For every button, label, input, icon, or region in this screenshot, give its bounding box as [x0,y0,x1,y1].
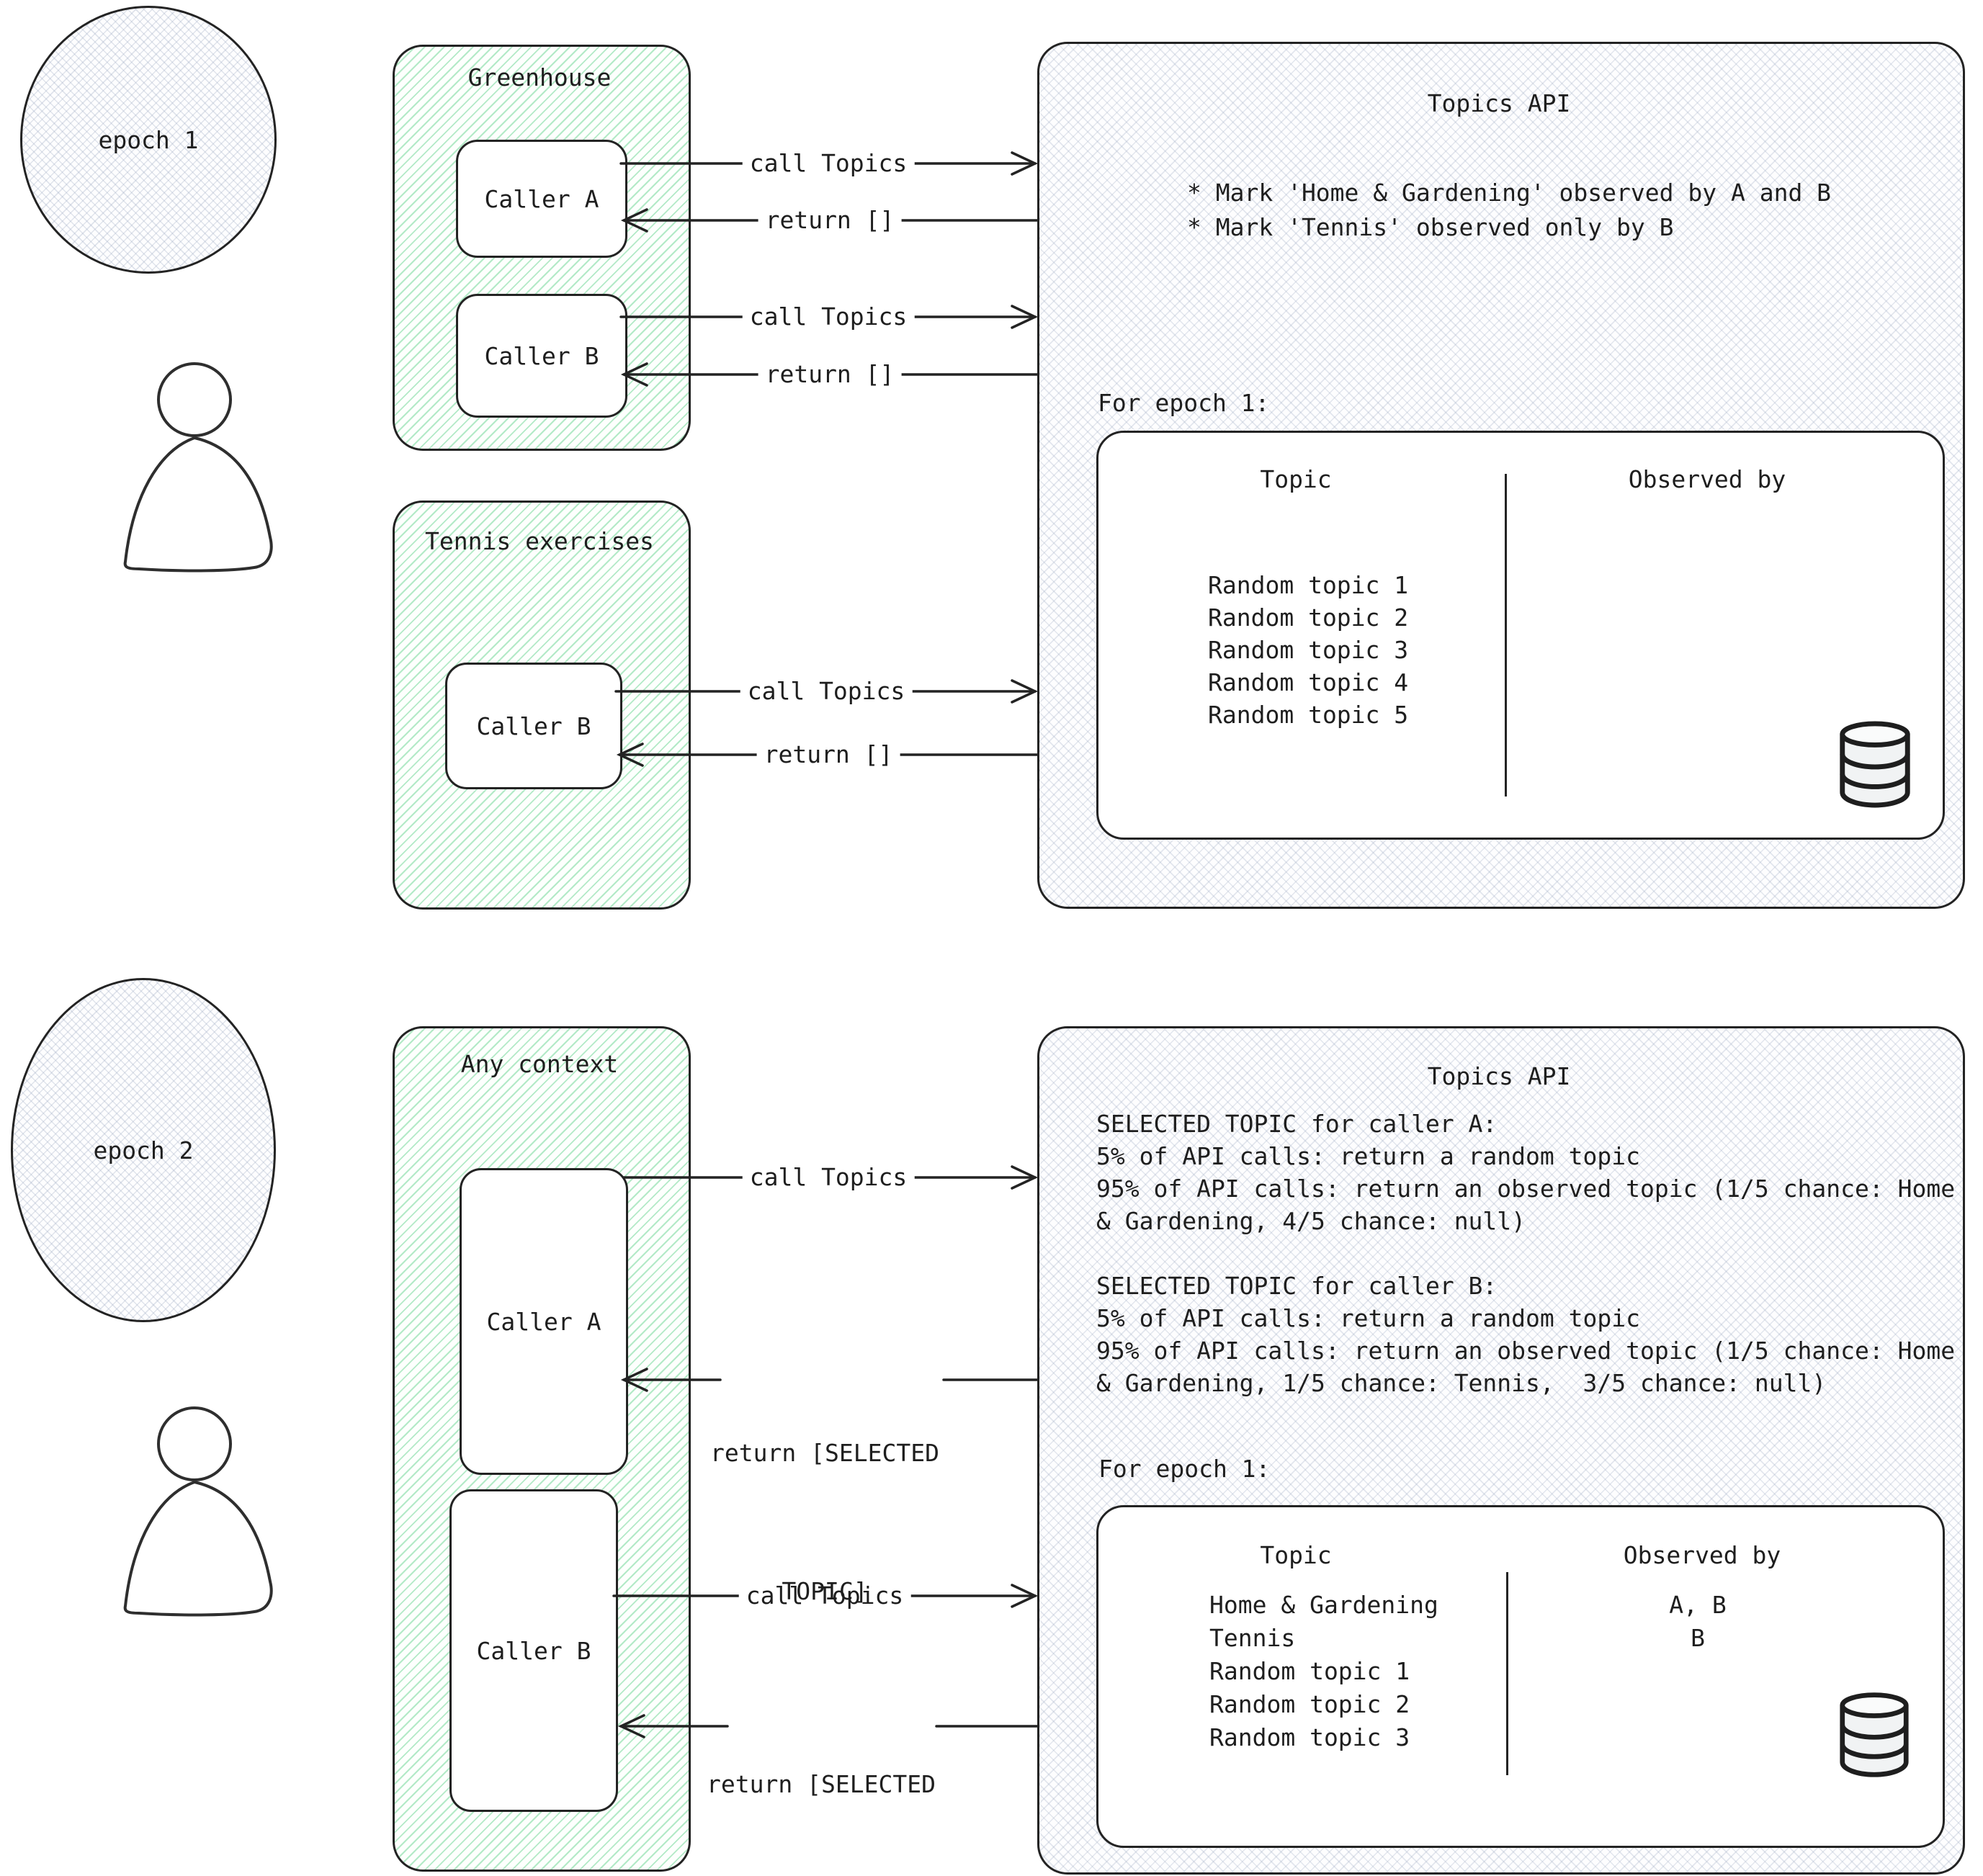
topics-api-title-1: Topics API [1427,89,1571,117]
caller-b-label: Caller B [476,1636,591,1665]
table-row: Tennis [1209,1624,1296,1652]
table-row: Home & Gardening [1209,1591,1438,1619]
caller-b-label: Caller B [484,341,599,370]
api2-epoch-label: For epoch 1: [1098,1455,1271,1483]
api1-table-divider [1505,474,1507,796]
epoch-2-circle: epoch 2 [11,978,276,1322]
table-row: Random topic 2 [1209,1690,1410,1718]
table-row: Random topic 1 [1209,1657,1410,1685]
api1-epoch-label: For epoch 1: [1098,389,1270,417]
api2-line: SELECTED TOPIC for caller B: [1096,1272,1498,1300]
caller-b-box-tennis: Caller B [445,663,622,789]
caller-a-label: Caller A [486,1307,601,1336]
api2-line: & Gardening, 4/5 chance: null) [1096,1207,1526,1235]
api2-table-divider [1506,1572,1508,1775]
api2-line: SELECTED TOPIC for caller A: [1096,1110,1498,1138]
person-icon [123,1406,273,1617]
tennis-title: Tennis exercises [425,527,654,555]
table-row: Random topic 5 [1208,701,1409,729]
epoch-2-label: epoch 2 [93,1136,194,1164]
return-selected-line1: return [SELECTED [710,1439,939,1467]
return-selected-line2: TOPIC] [782,1577,868,1605]
table-cell-observed: B [1691,1624,1705,1652]
api1-note-2: * Mark 'Tennis' observed only by B [1187,213,1674,241]
api2-line: 95% of API calls: return an observed top… [1096,1337,1956,1365]
any-context-title: Any context [460,1050,619,1078]
table-row: Random topic 2 [1208,603,1409,632]
greenhouse-title: Greenhouse [467,63,612,91]
call-topics-label: call Topics [742,149,915,178]
return-empty-label: return [] [758,360,902,389]
return-selected-label-a: return [SELECTED TOPIC] [710,1338,939,1707]
api2-col-topic: Topic [1260,1541,1332,1569]
api2-line: & Gardening, 1/5 chance: Tennis, 3/5 cha… [1096,1369,1827,1397]
api2-table: Topic Observed by Home & Gardening Tenni… [1096,1505,1945,1848]
epoch-1-circle: epoch 1 [20,6,277,274]
table-row: Random topic 1 [1208,571,1409,599]
table-row: Random topic 3 [1208,636,1409,664]
caller-a-box-any: Caller A [460,1168,628,1475]
database-icon [1840,721,1910,808]
call-topics-label: call Topics [742,1163,915,1192]
person-icon [123,362,273,573]
return-selected-label-b: return [SELECTED TOPIC] [707,1685,936,1876]
database-icon [1840,1692,1909,1777]
api1-table: Topic Observed by Random topic 1 Random … [1096,431,1945,840]
caller-b-label: Caller B [476,712,591,740]
api1-col-observed: Observed by [1628,465,1786,493]
topics-api-title-2: Topics API [1427,1062,1571,1090]
table-row: Random topic 4 [1208,668,1409,696]
api2-line: 5% of API calls: return a random topic [1096,1304,1640,1332]
api2-selection-rules: SELECTED TOPIC for caller A: 5% of API c… [1096,1108,1955,1399]
table-row: Random topic 3 [1209,1723,1410,1751]
api2-line: 95% of API calls: return an observed top… [1096,1175,1956,1203]
table-cell-observed: A, B [1669,1591,1727,1619]
caller-a-label: Caller A [484,184,599,213]
epoch-1-label: epoch 1 [98,125,199,154]
caller-b-box-any: Caller B [449,1489,618,1812]
return-empty-label: return [] [758,206,902,235]
api2-line: 5% of API calls: return a random topic [1096,1142,1640,1170]
api1-col-topic: Topic [1260,465,1332,493]
caller-a-box-greenhouse: Caller A [456,140,627,258]
return-empty-label: return [] [756,740,900,769]
api2-col-observed: Observed by [1623,1541,1781,1569]
call-topics-label: call Topics [740,677,913,706]
return-selected-line1: return [SELECTED [707,1770,936,1798]
caller-b-box-greenhouse: Caller B [456,294,627,418]
api2-line-blank [1096,1237,1955,1270]
api1-note-1: * Mark 'Home & Gardening' observed by A … [1187,179,1832,207]
call-topics-label: call Topics [742,302,915,331]
